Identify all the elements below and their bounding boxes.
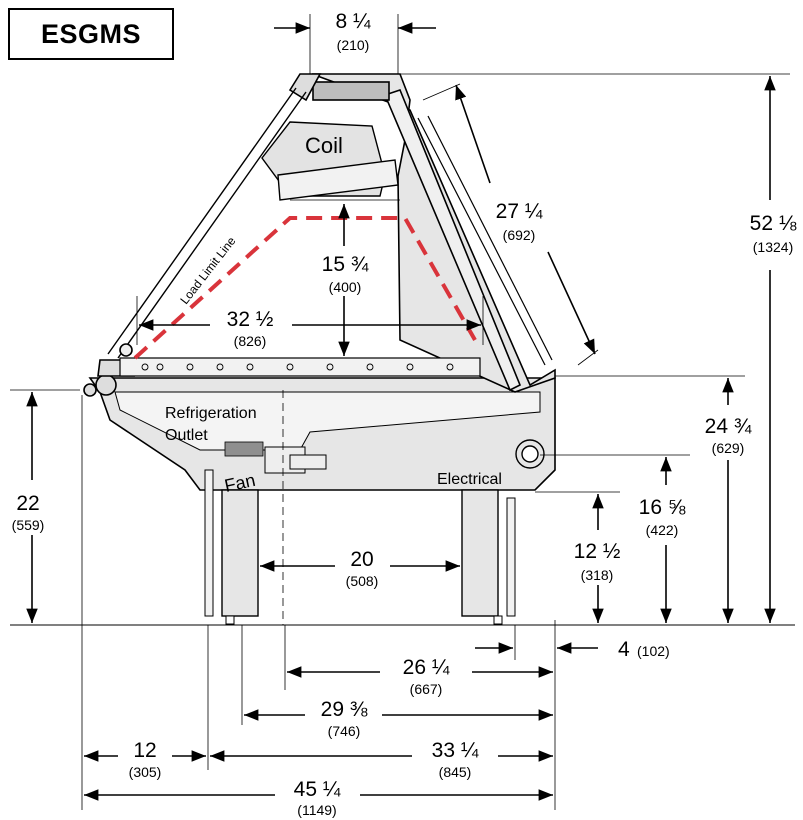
dim-d29-in: 29 ⅜ bbox=[321, 698, 368, 721]
dim-d26-mm: (667) bbox=[410, 681, 443, 697]
dim-elec-height-mm: (422) bbox=[646, 522, 679, 538]
dim-rear-offset-mm: (102) bbox=[637, 643, 670, 659]
dim-total-height-in: 52 ⅛ bbox=[750, 212, 797, 235]
refrigeration-outlet-block bbox=[224, 441, 264, 457]
electrical-label: Electrical bbox=[437, 471, 502, 488]
dim-rear-height-in: 24 ¾ bbox=[705, 415, 752, 438]
dim-d29-mm: (746) bbox=[328, 723, 361, 739]
outlet-label: Outlet bbox=[165, 427, 208, 444]
dim-front-offset-in: 12 bbox=[133, 739, 156, 762]
dim-d33-mm: (845) bbox=[439, 764, 472, 780]
dim-glass-mm: (692) bbox=[503, 227, 536, 243]
dimension-labels: 8 ¼ (210) 27 ¼ (692) 52 ⅛ (1324) 15 ¾ (4… bbox=[12, 10, 797, 818]
dim-front-height-in: 22 bbox=[16, 492, 39, 515]
fan-housing bbox=[264, 446, 327, 474]
coil-label: Coil bbox=[305, 133, 343, 158]
extension-lines bbox=[10, 14, 790, 810]
dim-shelf-depth-in: 32 ½ bbox=[227, 308, 274, 331]
case-body bbox=[83, 73, 556, 491]
dim-top-width-in: 8 ¼ bbox=[335, 10, 371, 33]
dim-coil-gap-in: 15 ¾ bbox=[322, 253, 369, 276]
dim-d33-in: 33 ¼ bbox=[432, 739, 479, 762]
dim-overall-mm: (1149) bbox=[297, 802, 336, 818]
dim-front-height-mm: (559) bbox=[12, 517, 45, 533]
dim-elec-height-in: 16 ⅝ bbox=[639, 496, 686, 519]
coil bbox=[261, 121, 399, 201]
dim-overall-in: 45 ¼ bbox=[294, 778, 341, 801]
dim-top-width-mm: (210) bbox=[337, 37, 370, 53]
dim-rear-offset-in: 4 bbox=[618, 638, 630, 661]
dim-d26-in: 26 ¼ bbox=[403, 656, 450, 679]
load-limit-line bbox=[133, 216, 477, 360]
dim-shelf-depth-mm: (826) bbox=[234, 333, 267, 349]
dim-rear-height-mm: (629) bbox=[712, 440, 745, 456]
dim-leg-height-mm: (318) bbox=[581, 567, 614, 583]
refrigeration-label: Refrigeration bbox=[165, 405, 257, 422]
dim-total-height-mm: (1324) bbox=[753, 239, 793, 255]
model-title: ESGMS bbox=[8, 8, 174, 60]
dim-leg-span-mm: (508) bbox=[346, 573, 379, 589]
dim-front-offset-mm: (305) bbox=[129, 764, 162, 780]
legs bbox=[204, 469, 516, 625]
shelf-holes bbox=[141, 363, 454, 371]
dimension-arrows bbox=[26, 22, 776, 801]
dim-leg-height-in: 12 ½ bbox=[574, 540, 621, 563]
dim-leg-span-in: 20 bbox=[350, 548, 373, 571]
dim-glass-in: 27 ¼ bbox=[496, 200, 543, 223]
dim-coil-gap-mm: (400) bbox=[329, 279, 362, 295]
electrical-box bbox=[515, 439, 545, 469]
